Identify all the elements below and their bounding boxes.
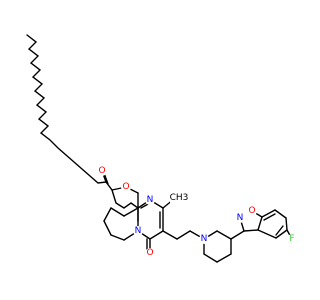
fluorine-label: F: [287, 234, 297, 244]
carbonyl-oxygen-label: O: [97, 166, 107, 176]
svg-text:N: N: [201, 234, 208, 244]
ring-nitrogen-bottom-label: N: [133, 226, 143, 236]
svg-text:O: O: [146, 248, 153, 258]
svg-text:N: N: [147, 195, 154, 205]
isoxazole-oxygen-label: O: [247, 206, 257, 216]
svg-text:O: O: [98, 166, 105, 176]
ethyl-piperidine: [162, 230, 232, 263]
atom-labels: O O N N O CH3 N N: [97, 166, 297, 258]
svg-text:F: F: [289, 234, 294, 244]
piperidine-nitrogen-label: N: [199, 234, 209, 244]
ester-oxygen-label: O: [121, 182, 131, 192]
palmitoyl-chain: [26, 34, 139, 222]
molecule-structure: O O N N O CH3 N N: [26, 34, 297, 263]
methyl-label: CH3: [170, 193, 189, 204]
svg-text:CH3: CH3: [170, 193, 189, 203]
svg-text:N: N: [135, 226, 142, 236]
svg-text:O: O: [122, 182, 129, 192]
svg-text:N: N: [237, 213, 244, 223]
svg-text:O: O: [248, 206, 255, 216]
isoxazole-nitrogen-label: N: [235, 213, 245, 223]
ketone-oxygen-label: O: [145, 248, 155, 258]
ring-nitrogen-top-label: N: [145, 195, 155, 205]
